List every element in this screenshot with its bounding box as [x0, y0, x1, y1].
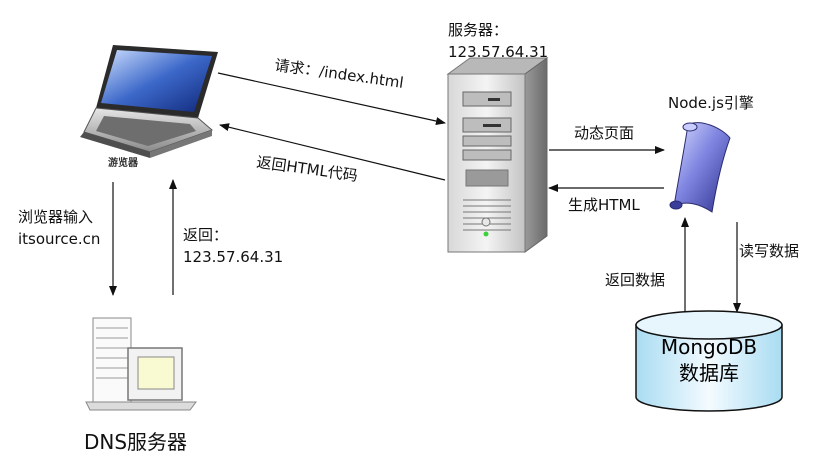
browser-input-line2: itsource.cn [18, 230, 101, 248]
dns-server-icon [85, 317, 197, 411]
scroll-icon [669, 122, 731, 213]
browser-label: 游览器 [108, 158, 138, 169]
laptop-icon [80, 45, 218, 158]
server-ip: 123.57.64.31 [448, 43, 549, 61]
return-html-arrow [219, 123, 446, 181]
mongodb-label: MongoDB 数据库 [636, 334, 782, 386]
mongodb-name: MongoDB [660, 335, 758, 359]
return-data-label: 返回数据 [605, 271, 666, 289]
server-label: 服务器： 123.57.64.31 [448, 19, 548, 63]
browser-input-label: 浏览器输入 itsource.cn [18, 206, 100, 250]
server-title: 服务器： [448, 21, 509, 39]
browser-input-line1: 浏览器输入 [18, 208, 94, 226]
node-engine-label: Node.js引擎 [668, 94, 754, 112]
database-icon [635, 310, 783, 412]
server-icon [446, 57, 549, 253]
dns-return-line2: 123.57.64.31 [183, 248, 284, 266]
dns-label: DNS服务器 [84, 430, 188, 454]
read-write-label: 读写数据 [739, 242, 800, 260]
generate-html-label: 生成HTML [568, 196, 640, 214]
request-arrow [217, 72, 446, 125]
dynamic-page-label: 动态页面 [574, 124, 635, 142]
dns-return-label: 返回： 123.57.64.31 [183, 224, 283, 268]
mongodb-subtitle: 数据库 [679, 361, 739, 385]
dns-return-line1: 返回： [183, 226, 229, 244]
